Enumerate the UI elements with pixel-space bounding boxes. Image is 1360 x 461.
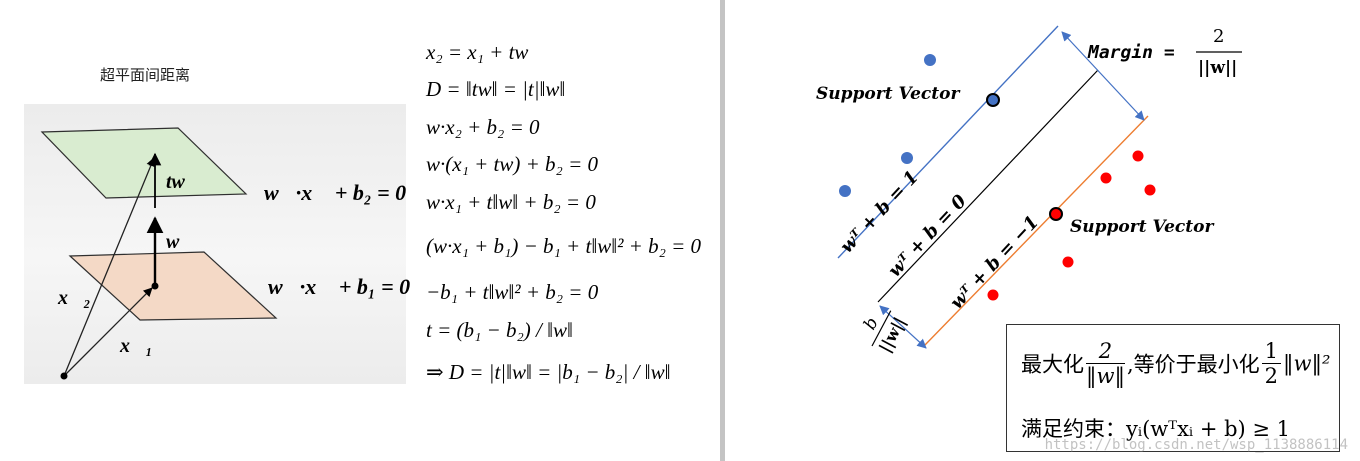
margin-denominator: ||w|| (1198, 58, 1237, 78)
margin-label: Margin = (1087, 42, 1175, 63)
support-vector-label-bottom: Support Vector (1070, 217, 1214, 237)
support-vector-label-top: Support Vector (816, 84, 960, 104)
figure-caption: 超平面间距离 (100, 66, 191, 84)
objective-prefix: 最大化 (1021, 352, 1084, 377)
offset-arrow (879, 305, 927, 349)
objective-box: 最大化 2 ‖w‖ ,等价于最小化 1 2 ‖w‖² 满足约束：yᵢ(wᵀxᵢ … (1006, 324, 1340, 452)
objective-line: 最大化 2 ‖w‖ ,等价于最小化 1 2 ‖w‖² (1021, 339, 1330, 388)
derivation-step-3: w·x₂ + b₂ = 0 (426, 115, 540, 139)
offset-label: b ||w|| (860, 310, 909, 356)
x2-vector (63, 157, 156, 377)
offset-fraction-bar (871, 310, 892, 347)
watermark: https://blog.csdn.net/wsp_1138886114 (1044, 437, 1348, 453)
negative-point (987, 289, 999, 301)
positive-boundary-line (837, 25, 1059, 259)
positive-point (924, 54, 936, 66)
objective-fraction: 2 ‖w‖ (1086, 339, 1125, 388)
derivation-step-7: −b₁ + t‖w‖² + b₂ = 0 (426, 280, 599, 304)
panel-divider (720, 0, 725, 461)
derivation-step-6: (w·x₁ + b₁) − b₁ + t‖w‖² + b₂ = 0 (426, 234, 702, 258)
margin-arrow (1061, 31, 1145, 121)
positive-point (839, 185, 851, 197)
derivation-step-2: D = ‖tw‖ = |t|‖w‖ (426, 77, 566, 101)
objective-fraction-den: ‖w‖ (1086, 364, 1125, 388)
lower-plane (68, 251, 278, 321)
upper-plane (40, 127, 248, 199)
hyperplane-figure: tw⃗ w⃗ x⃗₂ x⃗₁ w⃗·x⃗ + b₂ = 0 w⃗·x⃗ + b₁… (40, 127, 410, 380)
derivation-list: x₂ = x₁ + tw D = ‖tw‖ = |t|‖w‖ w·x₂ + b₂… (426, 0, 716, 400)
support-vector-positive (986, 93, 1000, 107)
x1-label: x⃗₁ (119, 335, 153, 357)
negative-boundary-line (923, 115, 1149, 347)
lower-plane-equation: w⃗·x⃗ + b₁ = 0 (268, 274, 410, 299)
negative-point (1062, 256, 1074, 268)
offset-numerator: b (860, 314, 883, 333)
negative-point (1100, 172, 1112, 184)
objective-fraction-num: 2 (1086, 339, 1125, 364)
decision-boundary-line (877, 69, 1099, 303)
derivation-step-4: w·(x₁ + tw) + b₂ = 0 (426, 152, 599, 176)
support-vector-negative (1049, 207, 1063, 221)
derivation-step-1: x₂ = x₁ + tw (426, 40, 529, 64)
offset-denominator: ||w|| (875, 314, 909, 356)
objective-half-den: 2 (1264, 364, 1279, 388)
margin-numerator: 2 (1213, 26, 1224, 47)
tw-label: tw⃗ (166, 171, 200, 193)
origin-point (60, 372, 68, 380)
objective-half: 1 2 (1261, 339, 1282, 388)
objective-middle: ,等价于最小化 (1126, 352, 1260, 377)
derivation-step-5: w·x₁ + t‖w‖ + b₂ = 0 (426, 190, 596, 214)
x1-vector (63, 287, 153, 377)
objective-half-num: 1 (1261, 339, 1282, 364)
negative-point (1132, 150, 1144, 162)
x2-label: x⃗₂ (57, 287, 91, 309)
positive-point (901, 152, 913, 164)
x1-endpoint (151, 282, 159, 290)
w-label: w⃗ (166, 231, 195, 253)
objective-suffix: ‖w‖² (1283, 351, 1331, 376)
derivation-step-8: t = (b₁ − b₂) / ‖w‖ (426, 318, 573, 342)
constraint-line: 满足约束：yᵢ(wᵀxᵢ + b) ≥ 1 (1021, 417, 1291, 441)
upper-plane-equation: w⃗·x⃗ + b₂ = 0 (264, 180, 406, 205)
derivation-step-9: ⇒ D = |t|‖w‖ = |b₁ − b₂| / ‖w‖ (426, 360, 671, 384)
negative-point (1144, 184, 1156, 196)
